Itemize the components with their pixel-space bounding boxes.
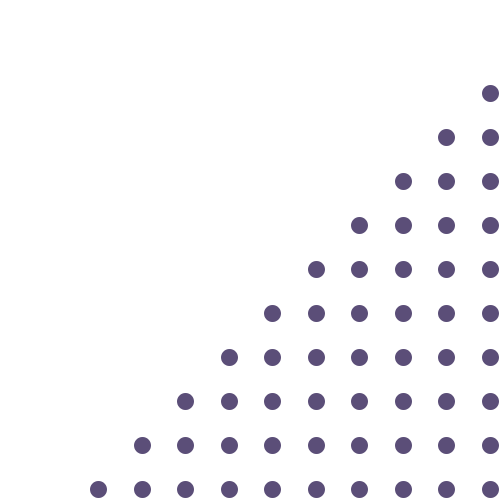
pattern-dot [394, 481, 412, 499]
pattern-dot [481, 481, 499, 499]
pattern-dot [481, 216, 499, 234]
pattern-dot [133, 481, 151, 499]
pattern-dot [438, 305, 455, 322]
pattern-dot [220, 437, 238, 455]
pattern-dot [438, 393, 455, 411]
pattern-dot [438, 216, 455, 234]
pattern-dot [481, 260, 499, 278]
pattern-dot [351, 305, 368, 322]
pattern-dot [90, 481, 107, 499]
pattern-dot [394, 260, 412, 278]
pattern-dot [307, 305, 325, 322]
pattern-dot [264, 481, 281, 499]
pattern-dot [481, 349, 499, 367]
pattern-dot [133, 437, 151, 455]
pattern-dot [220, 349, 238, 367]
pattern-dot [394, 393, 412, 411]
pattern-dot [394, 305, 412, 322]
pattern-dot [394, 349, 412, 367]
pattern-dot [351, 437, 368, 455]
pattern-dot [264, 393, 281, 411]
pattern-dot [481, 172, 499, 190]
pattern-dot [307, 349, 325, 367]
pattern-dot [481, 393, 499, 411]
pattern-dot [220, 393, 238, 411]
pattern-dot [438, 128, 455, 146]
pattern-dot [394, 216, 412, 234]
pattern-dot [351, 349, 368, 367]
pattern-dot [351, 481, 368, 499]
pattern-dot [264, 349, 281, 367]
pattern-dot [307, 437, 325, 455]
pattern-dot [351, 216, 368, 234]
pattern-dot [481, 305, 499, 322]
pattern-dot [438, 481, 455, 499]
pattern-dot [438, 260, 455, 278]
pattern-dot [481, 437, 499, 455]
pattern-dot [351, 393, 368, 411]
pattern-dot [177, 437, 194, 455]
pattern-dot [177, 481, 194, 499]
pattern-dot [351, 260, 368, 278]
pattern-dot [438, 172, 455, 190]
pattern-dot [394, 437, 412, 455]
pattern-dot [394, 172, 412, 190]
pattern-dot [307, 481, 325, 499]
pattern-dot [307, 260, 325, 278]
pattern-dot [481, 128, 499, 146]
pattern-dot [438, 349, 455, 367]
pattern-dot [307, 393, 325, 411]
pattern-dot [264, 437, 281, 455]
pattern-dot [177, 393, 194, 411]
pattern-dot [220, 481, 238, 499]
pattern-dot [438, 437, 455, 455]
pattern-dot [264, 305, 281, 322]
pattern-dot [481, 84, 499, 102]
